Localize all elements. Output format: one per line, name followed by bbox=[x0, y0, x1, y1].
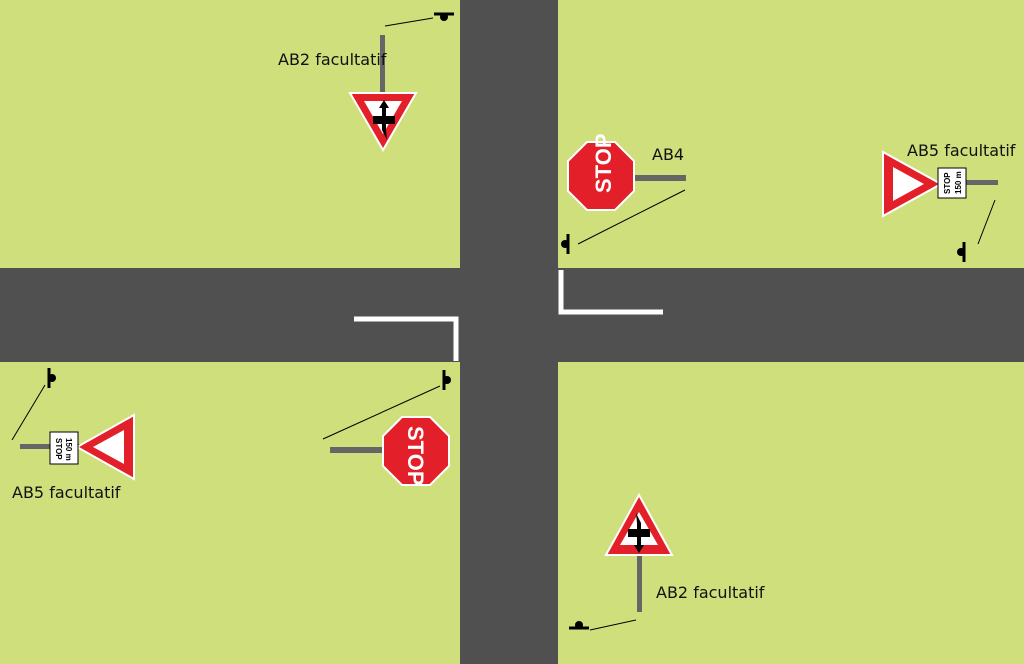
ab5-west-plate-line2: 150 m bbox=[64, 438, 73, 461]
ab5-west-plate-line1: STOP bbox=[54, 438, 63, 460]
ab2-north-sign: AB2 facultatif bbox=[278, 11, 456, 152]
stop-line-west bbox=[354, 316, 459, 361]
ab5-west-label: AB5 facultatif bbox=[12, 483, 121, 502]
ab4-label: AB4 bbox=[652, 145, 684, 164]
ab5-east-plate-line1: STOP bbox=[943, 172, 952, 194]
ab5-east-plate-line2: 150 m bbox=[954, 171, 963, 194]
ab2-north-label: AB2 facultatif bbox=[278, 50, 387, 69]
ab5-east-sign: STOP 150 m AB5 facultatif bbox=[882, 141, 1016, 264]
stop-line-east bbox=[558, 270, 663, 315]
stop-text: STOP bbox=[591, 133, 616, 193]
ab5-east-label: AB5 facultatif bbox=[907, 141, 1016, 160]
road-horizontal bbox=[0, 268, 1024, 362]
stop-west-text: STOP bbox=[403, 426, 428, 486]
stop-west-sign: STOP bbox=[322, 368, 453, 486]
ab4-stop-sign: STOP AB4 bbox=[559, 133, 686, 256]
ab2-south-label: AB2 facultatif bbox=[656, 583, 765, 602]
ab5-west-sign: STOP 150 m AB5 facultatif bbox=[11, 366, 135, 502]
ab2-south-sign: AB2 facultatif bbox=[567, 492, 765, 631]
